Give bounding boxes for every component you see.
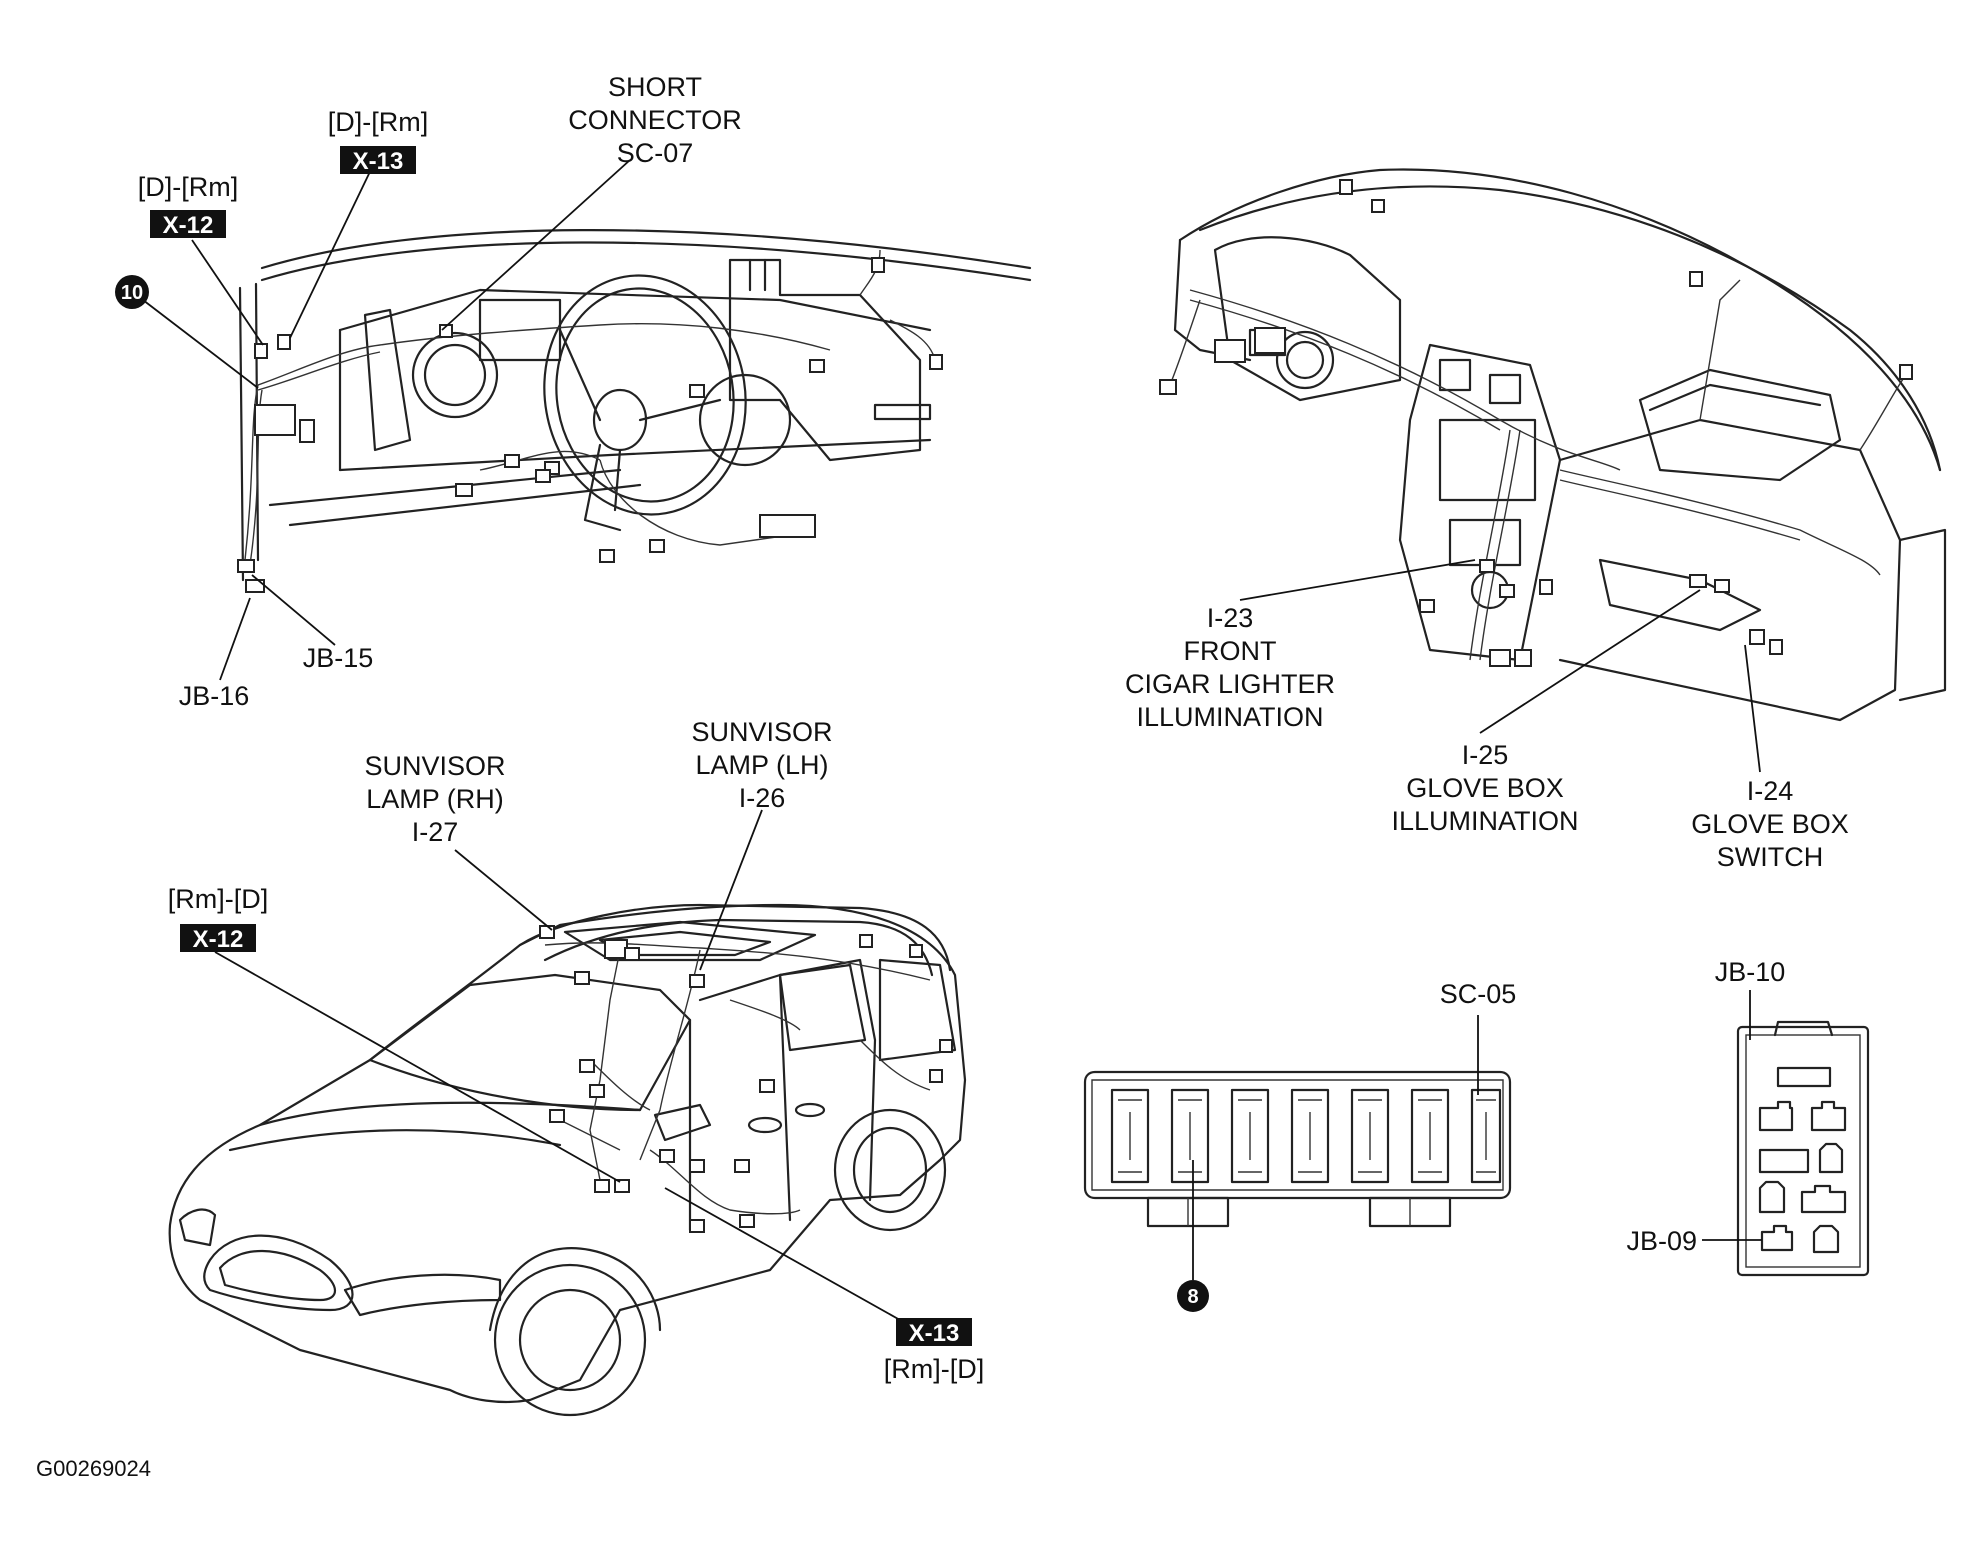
callout-8: 8 (1177, 1280, 1209, 1312)
sunvisor-lamp-lh-label: SUNVISOR LAMP (LH) I-26 (691, 717, 832, 813)
callout-10: 10 (115, 275, 149, 309)
i24-glove-box-switch-label: I-24 GLOVE BOX SWITCH (1691, 776, 1849, 872)
svg-text:CONNECTOR: CONNECTOR (568, 105, 742, 135)
x13-tag-top: X-13 (340, 146, 416, 175)
svg-text:X-13: X-13 (909, 1320, 960, 1347)
sunvisor-lamp-rh-label: SUNVISOR LAMP (RH) I-27 (364, 751, 505, 847)
x12-tag-van: X-12 (180, 924, 256, 953)
leaders-top-left (142, 154, 631, 681)
svg-text:FRONT: FRONT (1184, 636, 1277, 666)
van-illustration (168, 903, 967, 1417)
svg-text:CIGAR LIGHTER: CIGAR LIGHTER (1125, 669, 1335, 699)
svg-text:10: 10 (121, 282, 143, 304)
sc05-label: SC-05 (1440, 979, 1517, 1009)
d-rm-label-x13: [D]-[Rm] (328, 107, 429, 137)
svg-text:SHORT: SHORT (608, 72, 702, 102)
rm-d-label-x13: [Rm]-[D] (884, 1354, 985, 1384)
svg-text:GLOVE BOX: GLOVE BOX (1691, 809, 1849, 839)
i23-cigar-lighter-label: I-23 FRONT CIGAR LIGHTER ILLUMINATION (1125, 603, 1335, 732)
figure-id: G00269024 (36, 1456, 151, 1481)
svg-text:I-27: I-27 (412, 817, 459, 847)
d-rm-label-x12: [D]-[Rm] (138, 172, 239, 202)
svg-text:8: 8 (1187, 1286, 1198, 1308)
x12-tag-left: X-12 (150, 210, 226, 239)
svg-text:SUNVISOR: SUNVISOR (364, 751, 505, 781)
svg-text:X-13: X-13 (353, 148, 404, 175)
jb09-label: JB-09 (1626, 1226, 1697, 1256)
svg-text:ILLUMINATION: ILLUMINATION (1391, 806, 1578, 836)
dashboard-left-illustration (237, 229, 1032, 593)
sc05-connector-block (1083, 1070, 1512, 1228)
leaders-van (214, 809, 901, 1321)
svg-text:X-12: X-12 (163, 212, 214, 239)
x13-tag-van: X-13 (896, 1318, 972, 1347)
rm-d-label-x12: [Rm]-[D] (168, 884, 269, 914)
svg-text:SUNVISOR: SUNVISOR (691, 717, 832, 747)
leaders-top-right (1239, 559, 1761, 773)
svg-text:X-12: X-12 (193, 926, 244, 953)
svg-text:ILLUMINATION: ILLUMINATION (1136, 702, 1323, 732)
svg-text:I-25: I-25 (1462, 740, 1509, 770)
svg-text:SC-07: SC-07 (617, 138, 694, 168)
svg-text:LAMP (LH): LAMP (LH) (695, 750, 828, 780)
jb10-label: JB-10 (1715, 957, 1786, 987)
short-connector-sc07-label: SHORT CONNECTOR SC-07 (568, 72, 742, 168)
dashboard-right-illustration (1159, 168, 1947, 722)
svg-text:GLOVE BOX: GLOVE BOX (1406, 773, 1564, 803)
svg-text:SWITCH: SWITCH (1717, 842, 1823, 872)
svg-text:LAMP (RH): LAMP (RH) (366, 784, 504, 814)
svg-text:I-23: I-23 (1207, 603, 1254, 633)
sc05-slots (1110, 1088, 1502, 1184)
svg-text:I-26: I-26 (739, 783, 786, 813)
jb10-junction-block (1736, 1020, 1870, 1277)
jb15-label: JB-15 (303, 643, 374, 673)
jb16-label: JB-16 (179, 681, 250, 711)
svg-text:I-24: I-24 (1747, 776, 1794, 806)
i25-glove-box-illumination-label: I-25 GLOVE BOX ILLUMINATION (1391, 740, 1578, 836)
